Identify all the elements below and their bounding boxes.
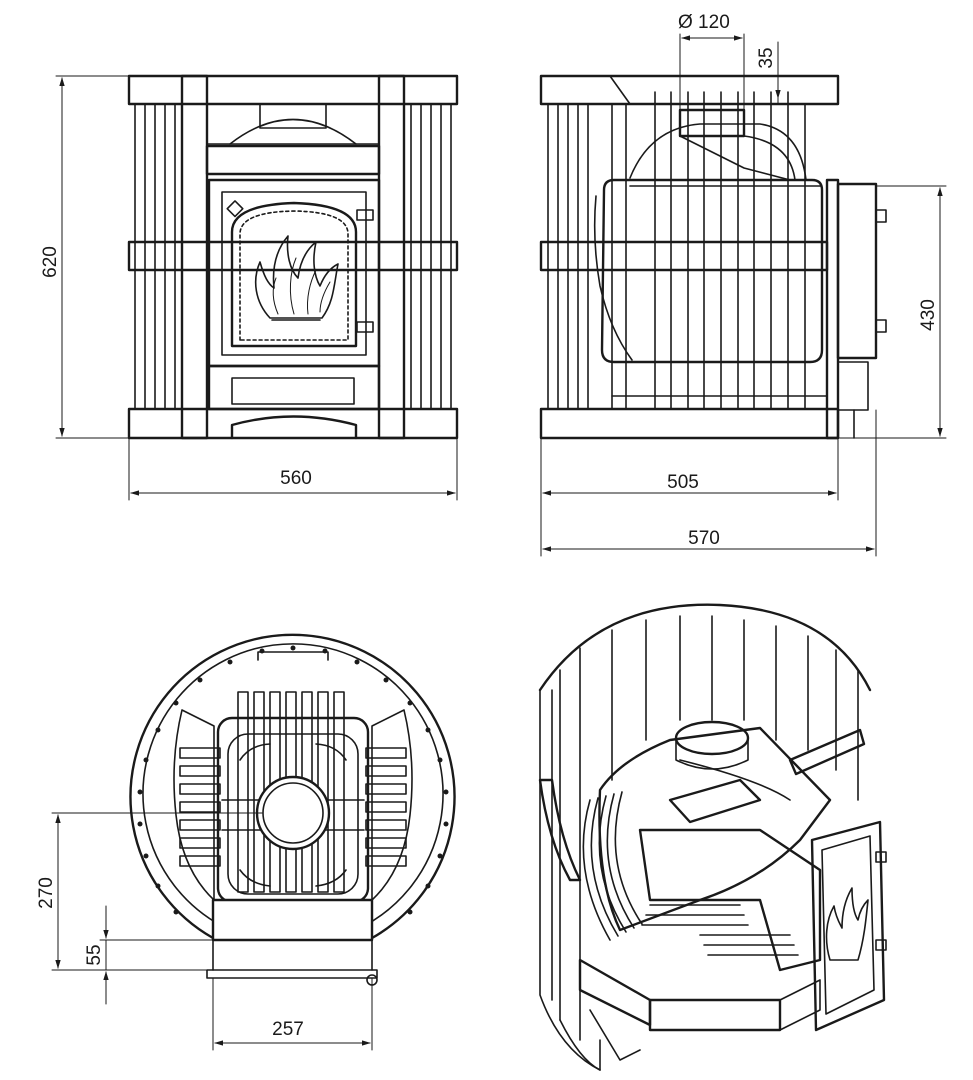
front-door bbox=[230, 201, 358, 348]
dim-front-height: 620 bbox=[40, 246, 61, 278]
isometric-cutaway-view bbox=[538, 603, 887, 1071]
side-view bbox=[539, 74, 887, 440]
front-left-rods bbox=[134, 74, 209, 440]
side-door bbox=[836, 182, 878, 360]
dim-side-depth-body: 505 bbox=[667, 472, 699, 493]
dim-top-door-offset: 55 bbox=[84, 944, 105, 965]
top-view bbox=[129, 633, 456, 986]
front-right-rods bbox=[377, 74, 452, 440]
front-dimensions: 620 560 bbox=[40, 75, 458, 501]
iso-grate bbox=[641, 904, 799, 956]
iso-rods bbox=[559, 615, 859, 1041]
front-view bbox=[127, 74, 459, 440]
flue-opening bbox=[255, 775, 331, 851]
dim-flue-diameter: Ø 120 bbox=[678, 12, 730, 33]
dim-front-width: 560 bbox=[280, 468, 312, 489]
dim-side-depth-total: 570 bbox=[688, 528, 720, 549]
top-dimensions: 270 55 257 bbox=[36, 812, 373, 1051]
iso-flame-icon bbox=[825, 887, 869, 961]
dim-flue-offset: 35 bbox=[756, 47, 777, 68]
top-grate-right bbox=[365, 747, 407, 867]
iso-door bbox=[810, 820, 886, 1032]
dim-top-center-offset: 270 bbox=[36, 877, 57, 909]
side-dimensions: Ø 120 35 430 505 570 bbox=[540, 12, 947, 557]
door-logo bbox=[226, 200, 244, 218]
dim-door-height: 430 bbox=[918, 299, 939, 331]
flame-icon bbox=[254, 235, 339, 321]
dim-top-door-width: 257 bbox=[272, 1019, 304, 1040]
top-grate-left bbox=[179, 747, 221, 867]
flue-stub bbox=[678, 108, 746, 138]
